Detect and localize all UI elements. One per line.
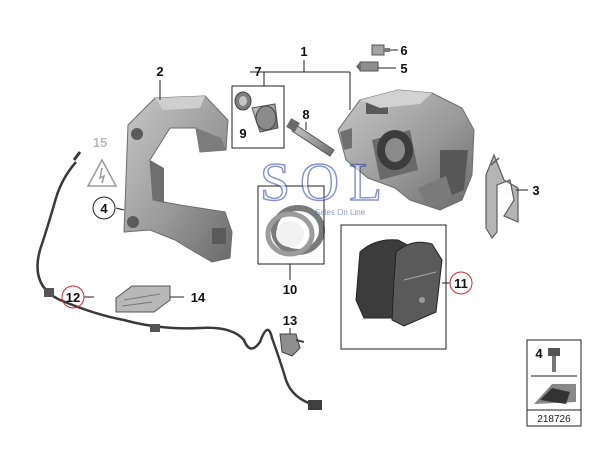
- bleeder-screw: [356, 61, 379, 72]
- grease-sachet: [115, 285, 171, 313]
- callout-label-2: 2: [156, 64, 163, 79]
- legend-screw-icon: [548, 348, 560, 372]
- anti-rattle-spring: [485, 153, 519, 240]
- callout-circle-12: [61, 285, 85, 309]
- callout-label-6: 6: [400, 43, 407, 58]
- piston-dust-seal: [265, 205, 325, 257]
- callout-label-14: 14: [191, 290, 206, 305]
- callout-circle-4: [92, 196, 116, 220]
- dust-seal-frame: [257, 185, 325, 265]
- bushing-set: [234, 91, 279, 133]
- callout-label-13: 13: [283, 313, 297, 328]
- legend-number: 4: [535, 346, 543, 361]
- callout-label-11: 11: [454, 276, 468, 291]
- diagram-id-frame: [526, 409, 582, 427]
- callout-label-4: 4: [100, 201, 108, 216]
- callout-label-5: 5: [400, 61, 407, 76]
- callout-label-1: 1: [300, 44, 307, 59]
- bushing-set-frame: [231, 85, 285, 149]
- diagram-id: 218726: [537, 414, 571, 425]
- callout-circle-11: [449, 271, 473, 295]
- dust-cap: [371, 44, 390, 56]
- callout-label-9: 9: [239, 126, 246, 141]
- brake-caliper: [337, 89, 475, 211]
- sol-watermark: SOL Sales On Line: [259, 151, 392, 217]
- caliper-carrier-bracket: [123, 95, 233, 263]
- cable-holder-clip: [279, 333, 305, 357]
- watermark-tagline: Sales On Line: [315, 208, 366, 217]
- sensor-warning-icon: [86, 158, 118, 187]
- callout-label-12: 12: [66, 290, 80, 305]
- legend-arrow-icon: [531, 375, 577, 404]
- callout-label-8: 8: [302, 107, 309, 122]
- brake-pads: [355, 239, 443, 327]
- callout-label-3: 3: [532, 183, 539, 198]
- watermark-logo: SOL: [260, 152, 392, 212]
- callout-label-10: 10: [283, 282, 297, 297]
- callout-label-15: 15: [93, 135, 107, 150]
- callout-label-7: 7: [254, 64, 261, 79]
- guide-pin-bolt: [286, 118, 335, 157]
- brake-pads-frame: [340, 224, 447, 350]
- brake-wear-sensor-cable: [36, 151, 322, 410]
